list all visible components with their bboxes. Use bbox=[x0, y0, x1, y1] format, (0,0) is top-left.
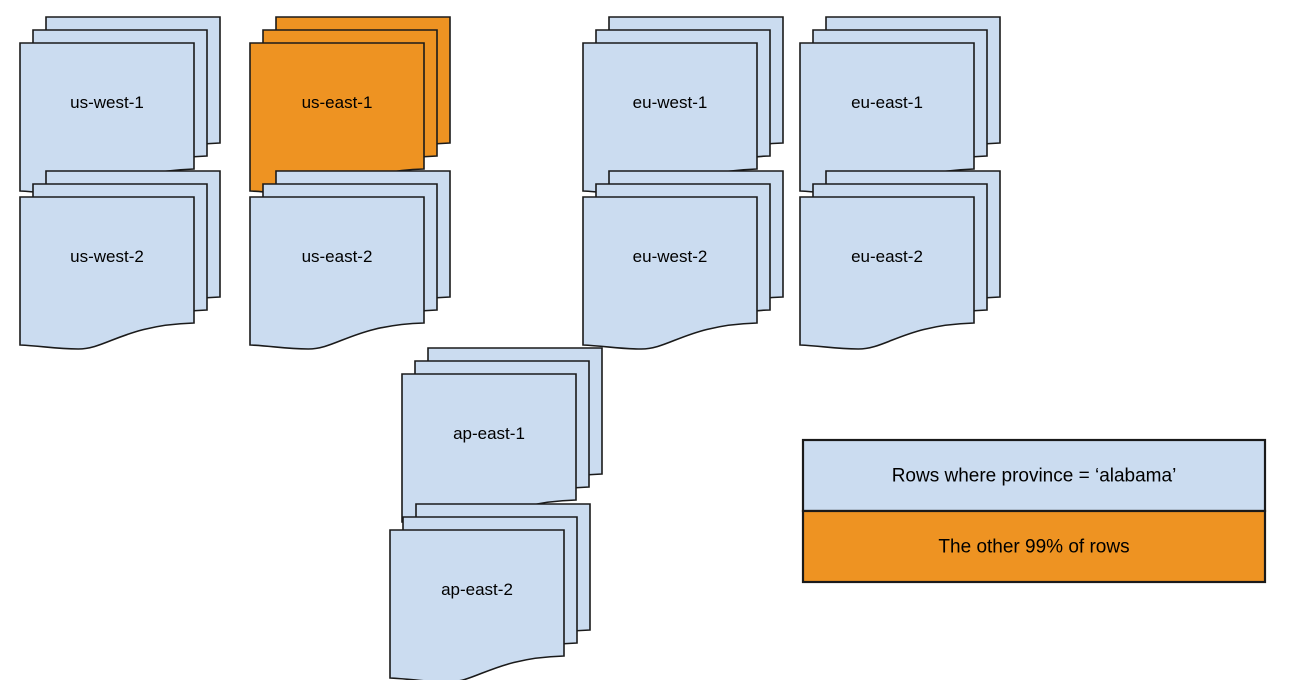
stack-label-us-west-1: us-west-1 bbox=[70, 93, 144, 112]
document-stack-us-east-1[interactable]: us-east-1 bbox=[249, 16, 451, 196]
stack-label-eu-west-2: eu-west-2 bbox=[633, 247, 708, 266]
stacks-layer: us-west-1 us-east-1 eu-west-1 eu-east-1 us-w… bbox=[19, 16, 1001, 680]
stack-sheet-front bbox=[249, 196, 425, 350]
stack-label-eu-east-1: eu-east-1 bbox=[851, 93, 923, 112]
stack-label-ap-east-2: ap-east-2 bbox=[441, 580, 513, 599]
stack-sheet-front bbox=[582, 196, 758, 350]
stack-label-us-east-2: us-east-2 bbox=[302, 247, 373, 266]
document-stack-ap-east-2[interactable]: ap-east-2 bbox=[389, 503, 591, 680]
legend-swatch-matching-rows bbox=[801, 438, 1267, 513]
stack-label-us-west-2: us-west-2 bbox=[70, 247, 144, 266]
legend-label-matching-rows: Rows where province = ‘alabama’ bbox=[892, 466, 1177, 487]
stack-label-eu-east-2: eu-east-2 bbox=[851, 247, 923, 266]
stack-sheet-front bbox=[389, 529, 565, 680]
legend-label-other-rows: The other 99% of rows bbox=[938, 537, 1129, 558]
stack-sheet-front bbox=[19, 196, 195, 350]
legend-box: Rows where province = ‘alabama’ The other… bbox=[801, 438, 1267, 584]
document-stack-us-west-1[interactable]: us-west-1 bbox=[19, 16, 221, 196]
document-stack-ap-east-1[interactable]: ap-east-1 bbox=[401, 347, 603, 527]
document-stack-us-west-2[interactable]: us-west-2 bbox=[19, 170, 221, 350]
document-stack-us-east-2[interactable]: us-east-2 bbox=[249, 170, 451, 350]
stack-label-ap-east-1: ap-east-1 bbox=[453, 424, 525, 443]
document-stack-eu-east-1[interactable]: eu-east-1 bbox=[799, 16, 1001, 196]
document-stack-eu-east-2[interactable]: eu-east-2 bbox=[799, 170, 1001, 350]
document-stack-eu-west-1[interactable]: eu-west-1 bbox=[582, 16, 784, 196]
legend-swatch-other-rows bbox=[801, 509, 1267, 584]
stack-label-us-east-1: us-east-1 bbox=[302, 93, 373, 112]
stack-sheet-front bbox=[799, 196, 975, 350]
stack-label-eu-west-1: eu-west-1 bbox=[633, 93, 708, 112]
document-stack-eu-west-2[interactable]: eu-west-2 bbox=[582, 170, 784, 350]
